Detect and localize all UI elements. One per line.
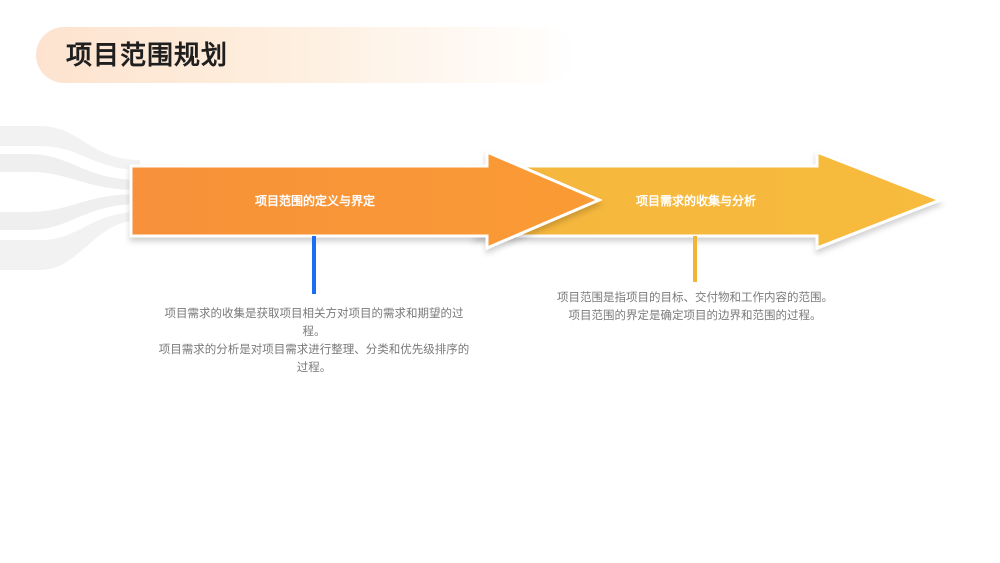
decorative-wave-shape (0, 126, 140, 270)
step-1-connector (312, 236, 316, 294)
step-1-description-line: 项目需求的分析是对项目需求进行整理、分类和优先级排序的过程。 (158, 342, 470, 374)
step-2-connector (693, 236, 697, 282)
step-2-description-line: 项目范围是指项目的目标、交付物和工作内容的范围。 (557, 290, 833, 304)
step-1-description: 项目需求的收集是获取项目相关方对项目的需求和期望的过程。 项目需求的分析是对项目… (155, 304, 473, 376)
step-2-description-line: 项目范围的界定是确定项目的边界和范围的过程。 (568, 308, 822, 322)
page-title: 项目范围规划 (66, 41, 229, 71)
step-1-description-line: 项目需求的收集是获取项目相关方对项目的需求和期望的过程。 (164, 306, 464, 338)
step-2-label: 项目需求的收集与分析 (635, 194, 756, 208)
step-1-label: 项目范围的定义与界定 (254, 194, 375, 208)
step-1-arrow (129, 149, 603, 251)
step-2-description: 项目范围是指项目的目标、交付物和工作内容的范围。 项目范围的界定是确定项目的边界… (530, 288, 860, 324)
title-background (36, 27, 576, 83)
